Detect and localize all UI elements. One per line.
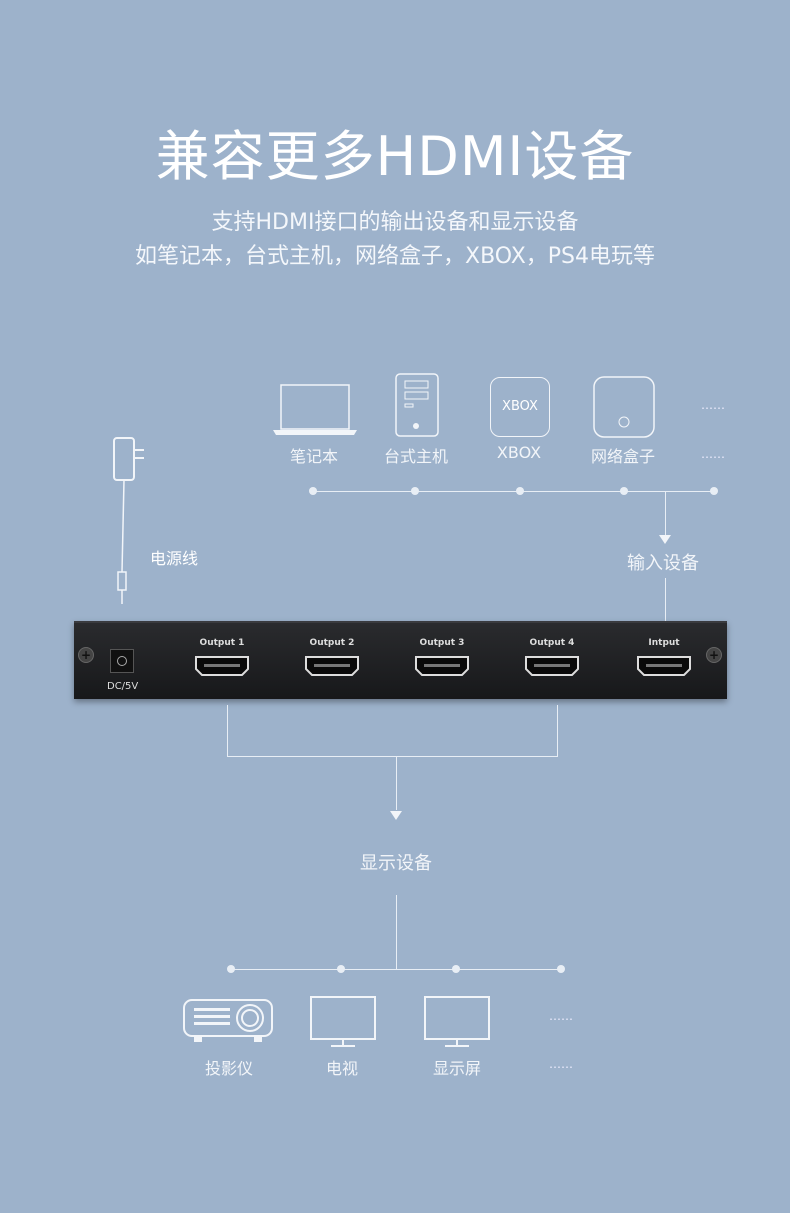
input-connector-line — [665, 491, 666, 535]
more-dots-label: …… — [549, 1057, 573, 1071]
laptop-icon — [273, 384, 357, 435]
page-title: 兼容更多HDMI设备 — [155, 125, 635, 188]
output-connector-line — [396, 757, 397, 810]
screw-icon: + — [706, 647, 722, 663]
port-label: Output 4 — [529, 638, 575, 648]
bus-dot — [309, 487, 317, 495]
xbox-icon: XBOX — [490, 377, 550, 437]
input-bus-line — [313, 491, 714, 492]
dc-label: DC/5V — [107, 681, 139, 692]
screw-icon: + — [78, 647, 94, 663]
bus-dot — [337, 965, 345, 973]
subtitle-line-1: 支持HDMI接口的输出设备和显示设备 — [211, 210, 579, 235]
network-box-icon — [593, 376, 655, 438]
hdmi-splitter-panel: + + DC/5V Output 1 Output 2 Output 3 Out… — [74, 621, 727, 699]
bus-dot — [227, 965, 235, 973]
bus-dot — [620, 487, 628, 495]
hdmi-port-icon — [637, 656, 691, 676]
hdmi-port-icon — [415, 656, 469, 676]
arrow-down-icon — [390, 811, 402, 820]
hdmi-port-icon — [305, 656, 359, 676]
bus-dot — [452, 965, 460, 973]
bus-dot — [710, 487, 718, 495]
hdmi-port-icon — [195, 656, 249, 676]
display-devices-label: 显示设备 — [360, 853, 432, 874]
port-label: Intput — [648, 638, 680, 648]
dc-jack-icon — [110, 649, 134, 673]
input-devices-label: 输入设备 — [627, 553, 699, 574]
display-label-tv: 电视 — [325, 1059, 359, 1078]
port-label: Output 2 — [309, 638, 355, 648]
projector-icon — [183, 999, 273, 1042]
more-dots: …… — [701, 398, 725, 412]
arrow-down-icon — [659, 535, 671, 544]
bus-dot — [516, 487, 524, 495]
power-adapter-icon — [113, 437, 144, 604]
port-label: Output 3 — [419, 638, 465, 648]
power-cable-label: 电源线 — [150, 549, 199, 568]
more-dots-label: …… — [701, 447, 725, 461]
port-label: Output 1 — [199, 638, 245, 648]
display-label-projector: 投影仪 — [204, 1059, 254, 1078]
hdmi-port-icon — [525, 656, 579, 676]
input-label-desktop: 台式主机 — [383, 447, 449, 466]
input-label-network-box: 网络盒子 — [590, 447, 656, 466]
more-dots: …… — [549, 1009, 573, 1023]
input-label-xbox: XBOX — [496, 443, 542, 462]
input-connector-line-2 — [665, 578, 666, 621]
output-bracket-line — [227, 705, 558, 757]
input-label-laptop: 笔记本 — [289, 447, 339, 466]
bus-dot — [557, 965, 565, 973]
bus-dot — [411, 487, 419, 495]
subtitle-line-2: 如笔记本，台式主机，网络盒子，XBOX，PS4电玩等 — [135, 244, 655, 269]
monitor-icon — [424, 996, 490, 1047]
tv-icon — [310, 996, 376, 1047]
display-connector-line — [396, 895, 397, 969]
display-bus-line — [231, 969, 561, 970]
display-label-monitor: 显示屏 — [432, 1059, 482, 1078]
desktop-tower-icon — [395, 373, 439, 437]
